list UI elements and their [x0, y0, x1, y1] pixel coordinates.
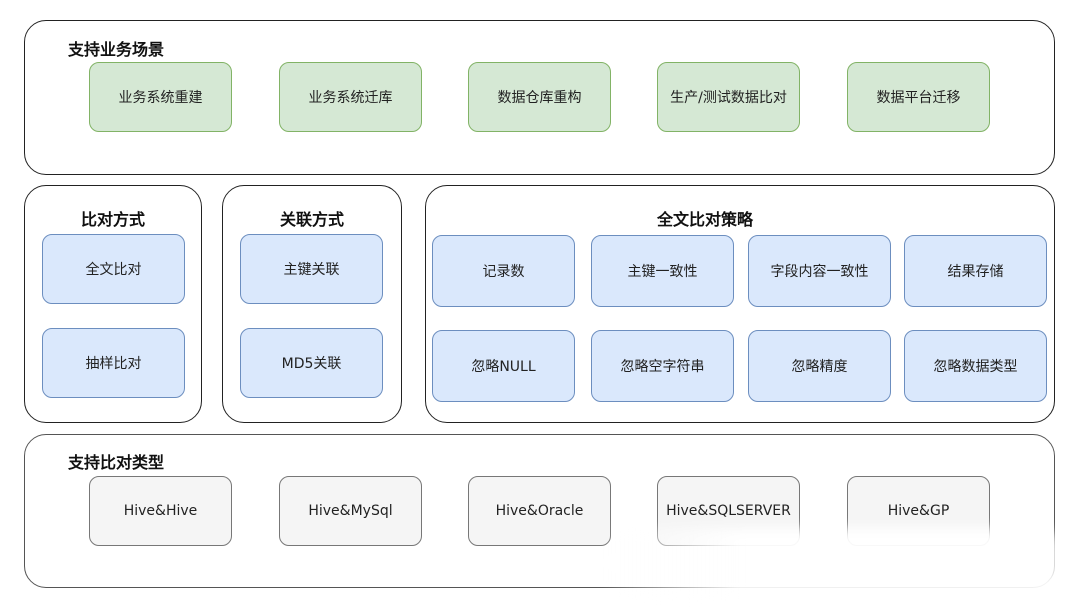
- strategy-box: 主键一致性: [591, 235, 734, 307]
- scenario-box: 数据平台迁移: [847, 62, 990, 132]
- strategy-box: 字段内容一致性: [748, 235, 891, 307]
- type-box: Hive&MySql: [279, 476, 422, 546]
- types-title: 支持比对类型: [68, 453, 165, 472]
- scenario-box: 业务系统重建: [89, 62, 232, 132]
- scenario-box: 生产/测试数据比对: [657, 62, 800, 132]
- strategy-box: 忽略NULL: [432, 330, 575, 402]
- join-mode-box: MD5关联: [240, 328, 383, 398]
- compare-mode-title: 比对方式: [80, 210, 145, 229]
- strategy-title: 全文比对策略: [656, 210, 753, 229]
- scenario-box: 数据仓库重构: [468, 62, 611, 132]
- type-box: Hive&Oracle: [468, 476, 611, 546]
- corner-fade-overlay: [600, 528, 1060, 598]
- strategy-box: 结果存储: [904, 235, 1047, 307]
- scenarios-title: 支持业务场景: [68, 40, 165, 59]
- join-mode-box: 主键关联: [240, 234, 383, 304]
- scenario-box: 业务系统迁库: [279, 62, 422, 132]
- strategy-box: 记录数: [432, 235, 575, 307]
- join-mode-title: 关联方式: [279, 210, 344, 229]
- strategy-box: 忽略数据类型: [904, 330, 1047, 402]
- compare-mode-box: 全文比对: [42, 234, 185, 304]
- compare-mode-box: 抽样比对: [42, 328, 185, 398]
- strategy-box: 忽略精度: [748, 330, 891, 402]
- type-box: Hive&Hive: [89, 476, 232, 546]
- strategy-box: 忽略空字符串: [591, 330, 734, 402]
